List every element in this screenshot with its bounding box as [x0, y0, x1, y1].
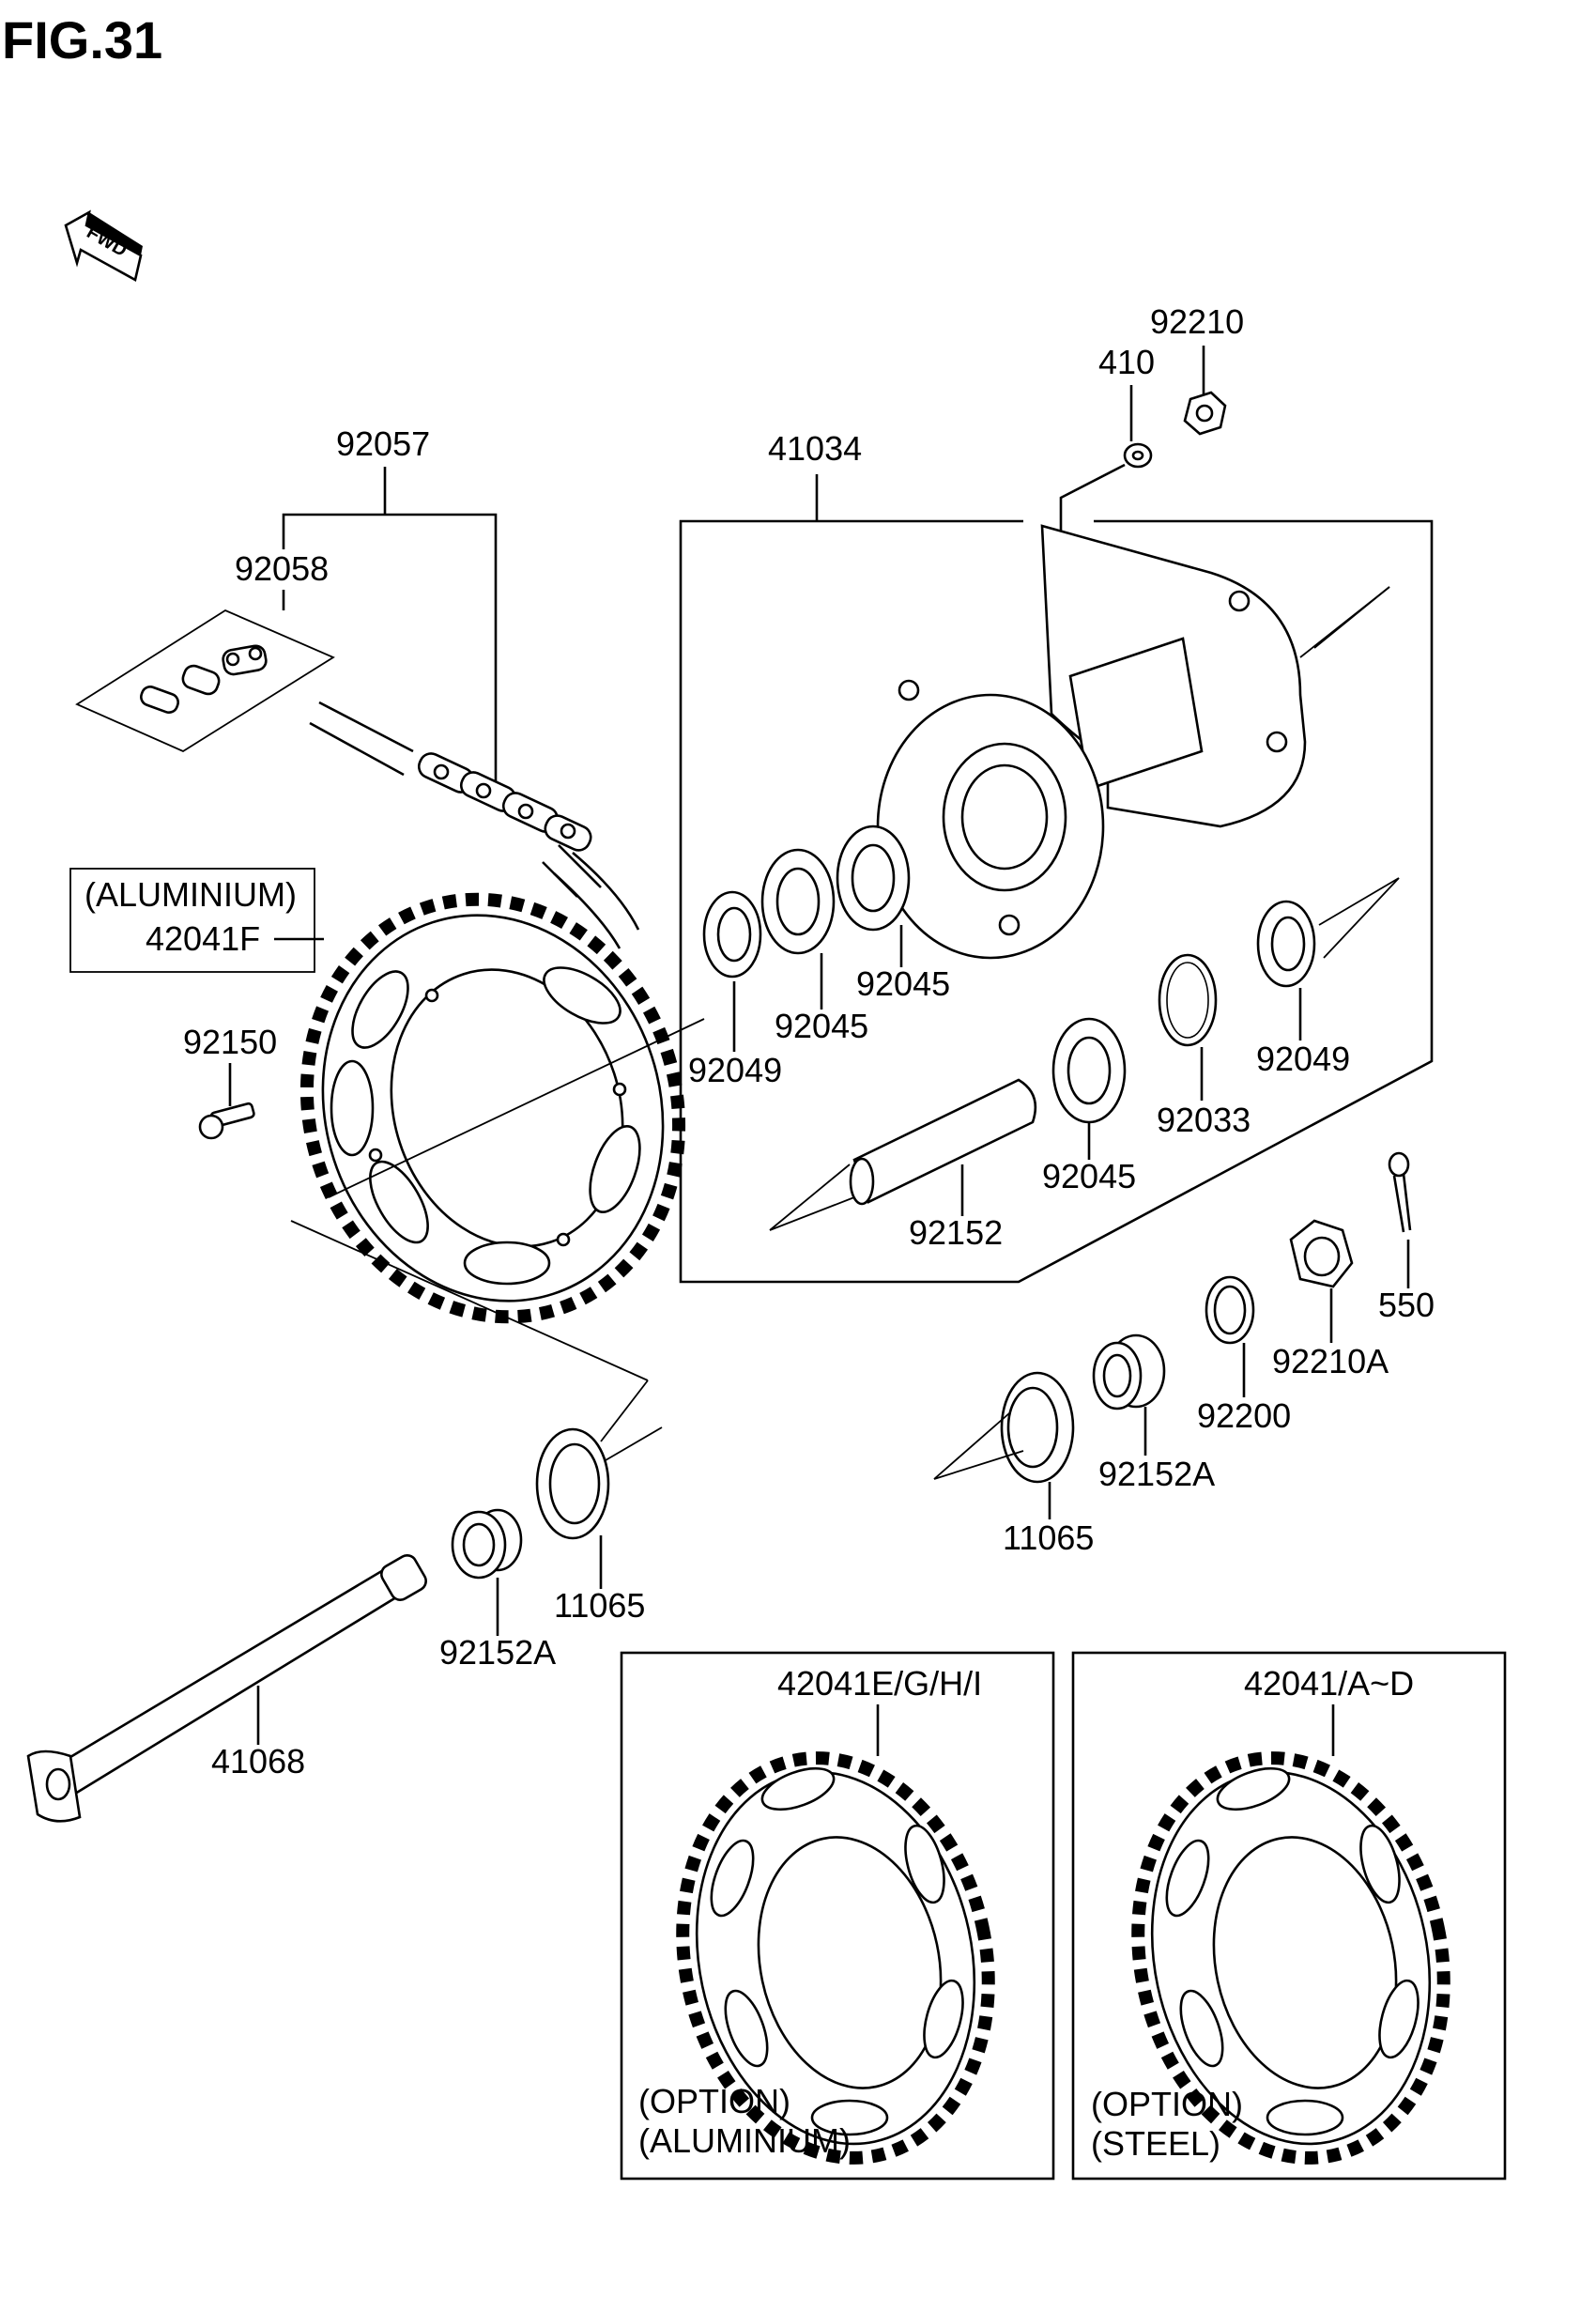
chain-links-icon: [417, 752, 592, 852]
rear-sprocket-main: [299, 892, 686, 1324]
option-line2-steel: (STEEL): [1091, 2124, 1220, 2163]
label-92200: 92200: [1197, 1396, 1291, 1435]
cotter-pin-550-icon: [1388, 1151, 1412, 1233]
collar-92152A-left-icon: [451, 1508, 523, 1580]
option-line1-aluminium: (OPTION): [638, 2082, 790, 2120]
option-part-aluminium: 42041E/G/H/I: [777, 1664, 982, 1703]
label-550: 550: [1378, 1286, 1435, 1324]
label-410: 410: [1098, 343, 1155, 381]
circlip-92033-icon: [1158, 953, 1218, 1047]
bolt-92150-icon: [198, 1102, 255, 1140]
label-92152A-right: 92152A: [1098, 1455, 1215, 1493]
chain-group: 92057 92058: [75, 424, 640, 949]
collar-92152A-right-icon: [1092, 1333, 1166, 1410]
option-box-steel: 42041/A~D (OPTION) (STEEL): [1071, 1651, 1507, 2181]
label-92045-b: 92045: [856, 964, 950, 1003]
nut-92210-icon: [1183, 391, 1227, 436]
option-sprocket-aluminium-icon: [676, 1751, 995, 2165]
label-42041F: 42041F: [146, 919, 260, 958]
master-link-icon: [140, 644, 268, 715]
option-part-steel: 42041/A~D: [1244, 1664, 1414, 1703]
option-line1-steel: (OPTION): [1091, 2085, 1243, 2123]
label-92210: 92210: [1150, 302, 1244, 341]
seal-11065-right-icon: [1000, 1371, 1075, 1484]
bearing-92045-c-icon: [1051, 1017, 1127, 1124]
seal-11065-left-icon: [535, 1427, 610, 1540]
washer-92200-icon: [1205, 1275, 1255, 1345]
fwd-arrow-icon: FWD: [64, 209, 143, 282]
bearing-92045-a-icon: [760, 848, 836, 955]
label-92150: 92150: [183, 1023, 277, 1061]
label-92152A-left: 92152A: [439, 1633, 556, 1672]
seal-92049-left-icon: [702, 890, 762, 979]
seal-92049-right-icon: [1256, 900, 1316, 988]
option-line2-aluminium: (ALUMINIUM): [638, 2121, 851, 2160]
label-92045-c: 92045: [1042, 1157, 1136, 1195]
aluminium-note-box: (ALUMINIUM) 42041F: [69, 868, 324, 973]
figure-title: FIG.31: [2, 10, 162, 69]
aluminium-note: (ALUMINIUM): [84, 875, 297, 914]
label-92033: 92033: [1157, 1101, 1251, 1139]
option-sprocket-steel-icon: [1131, 1751, 1450, 2165]
label-11065-right: 11065: [1003, 1518, 1094, 1557]
castle-nut-92210A-icon: [1289, 1219, 1354, 1288]
option-box-aluminium: 42041E/G/H/I (OPTION) (ALUMINIUM): [620, 1651, 1055, 2181]
master-link-panel: [75, 609, 335, 753]
label-92049-right: 92049: [1256, 1040, 1350, 1078]
label-11065-left: 11065: [554, 1586, 645, 1625]
label-41068: 41068: [211, 1742, 305, 1780]
axle-41068-icon: [26, 1554, 427, 1823]
label-92049-left: 92049: [688, 1051, 782, 1089]
spacer-92152-icon: [769, 1078, 1037, 1231]
label-92152: 92152: [909, 1213, 1003, 1252]
label-92058: 92058: [235, 549, 329, 588]
bearing-92045-b-icon: [836, 825, 911, 932]
label-92045-a: 92045: [775, 1007, 868, 1045]
washer-410-icon: [1123, 442, 1153, 469]
label-92210A: 92210A: [1272, 1342, 1389, 1380]
wheel-hub-icon: [876, 524, 1390, 960]
label-41034: 41034: [768, 429, 862, 468]
label-92057: 92057: [336, 424, 430, 463]
